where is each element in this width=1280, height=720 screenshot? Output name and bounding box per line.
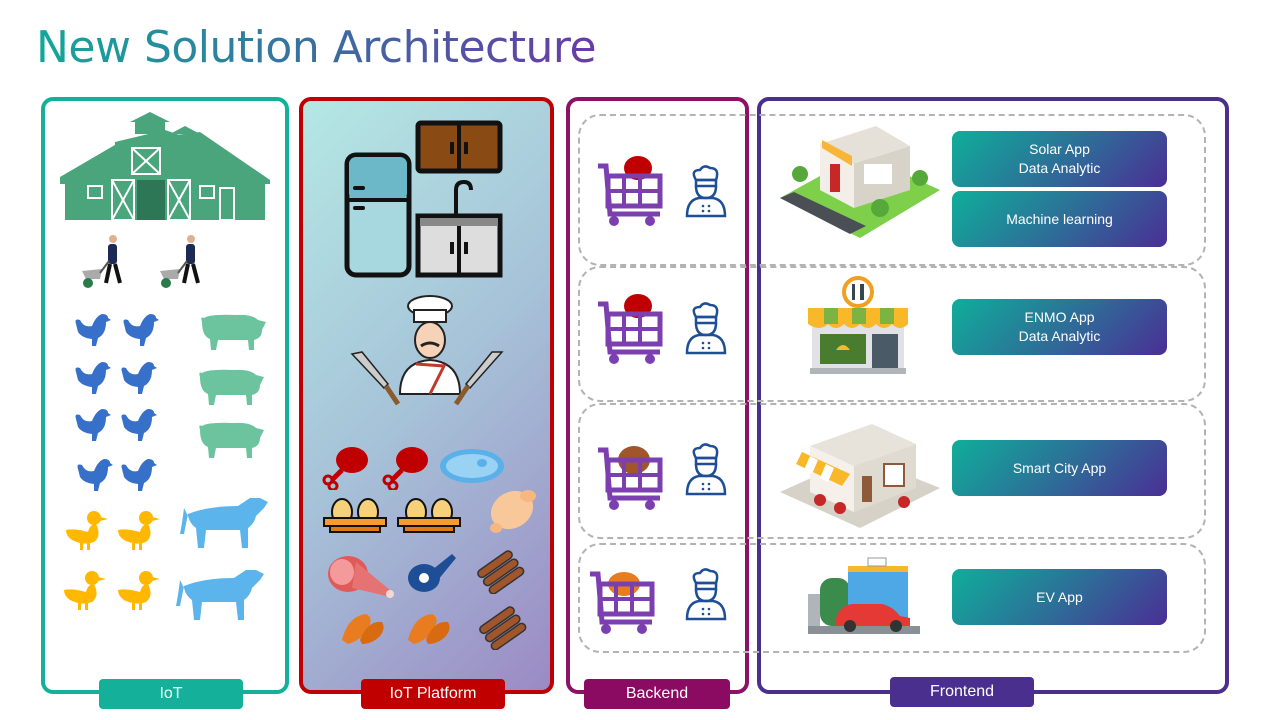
drumstick-icon [322, 444, 370, 490]
drumstick-icon [382, 444, 430, 490]
chef-icon [684, 164, 728, 218]
row-group-4 [578, 543, 1206, 653]
row-group-2 [578, 266, 1206, 402]
cow-icon [178, 494, 270, 550]
cow-icon [174, 566, 266, 622]
app-subtitle: Data Analytic [1018, 328, 1101, 344]
chicken-icon [72, 358, 112, 396]
pig-icon [194, 420, 266, 460]
row-group-3 [578, 403, 1206, 539]
frontend-label: Frontend [890, 677, 1034, 707]
chicken-icon [118, 358, 158, 396]
iot-platform-label: IoT Platform [361, 679, 505, 709]
ribs-icon [478, 604, 528, 650]
chicken-icon [118, 455, 158, 493]
sushi-bar-icon [780, 126, 940, 238]
app-name: Smart City App [1012, 459, 1107, 476]
duck-icon [116, 570, 160, 612]
app-box-ev-app: EV App [952, 569, 1167, 625]
iot-label: IoT [99, 679, 243, 709]
app-subtitle: Data Analytic [1018, 160, 1101, 176]
restaurant-building-icon [780, 416, 940, 528]
chef-icon [684, 567, 728, 621]
farmer-wheelbarrow-icon [158, 233, 208, 289]
barn-icon [60, 112, 270, 220]
eggs-icon [396, 498, 462, 534]
cart-ribs-icon [594, 438, 666, 510]
page-title: New Solution Architecture [36, 22, 597, 73]
row-group-1 [578, 114, 1206, 266]
app-name: ENMO App [1024, 309, 1095, 325]
cafe-ev-icon [808, 550, 920, 634]
eggs-icon [322, 498, 388, 534]
roast-chicken-icon [484, 482, 542, 538]
chicken-wing-icon [404, 610, 454, 646]
steak-icon [438, 446, 506, 486]
chef-icon [684, 442, 728, 496]
cart-meat-icon [594, 154, 666, 226]
chicken-icon [74, 455, 114, 493]
cart-chicken-icon [586, 562, 658, 634]
kitchen-icon [344, 120, 504, 280]
ham-icon [326, 552, 396, 602]
chicken-icon [72, 405, 112, 443]
duck-icon [64, 510, 108, 552]
app-box-machine-learning: Machine learning [952, 191, 1167, 247]
blue-ham-icon [406, 550, 458, 594]
chicken-wing-icon [338, 610, 388, 646]
duck-icon [62, 570, 106, 612]
chicken-icon [120, 310, 160, 348]
chef-knives-icon [350, 294, 505, 409]
farmer-wheelbarrow-icon [80, 233, 130, 289]
pig-icon [194, 367, 266, 407]
ribs-icon [476, 548, 526, 594]
duck-icon [116, 510, 160, 552]
chicken-icon [118, 405, 158, 443]
chicken-icon [72, 310, 112, 348]
backend-label: Backend [584, 679, 730, 709]
cart-meat-icon [594, 292, 666, 364]
chef-icon [684, 301, 728, 355]
app-name: EV App [1036, 588, 1083, 605]
pig-icon [196, 312, 268, 352]
app-box-smart-city-app: Smart City App [952, 440, 1167, 496]
app-name: Solar App [1029, 141, 1090, 157]
restaurant-store-icon [806, 276, 910, 376]
app-name: Machine learning [1006, 210, 1113, 227]
